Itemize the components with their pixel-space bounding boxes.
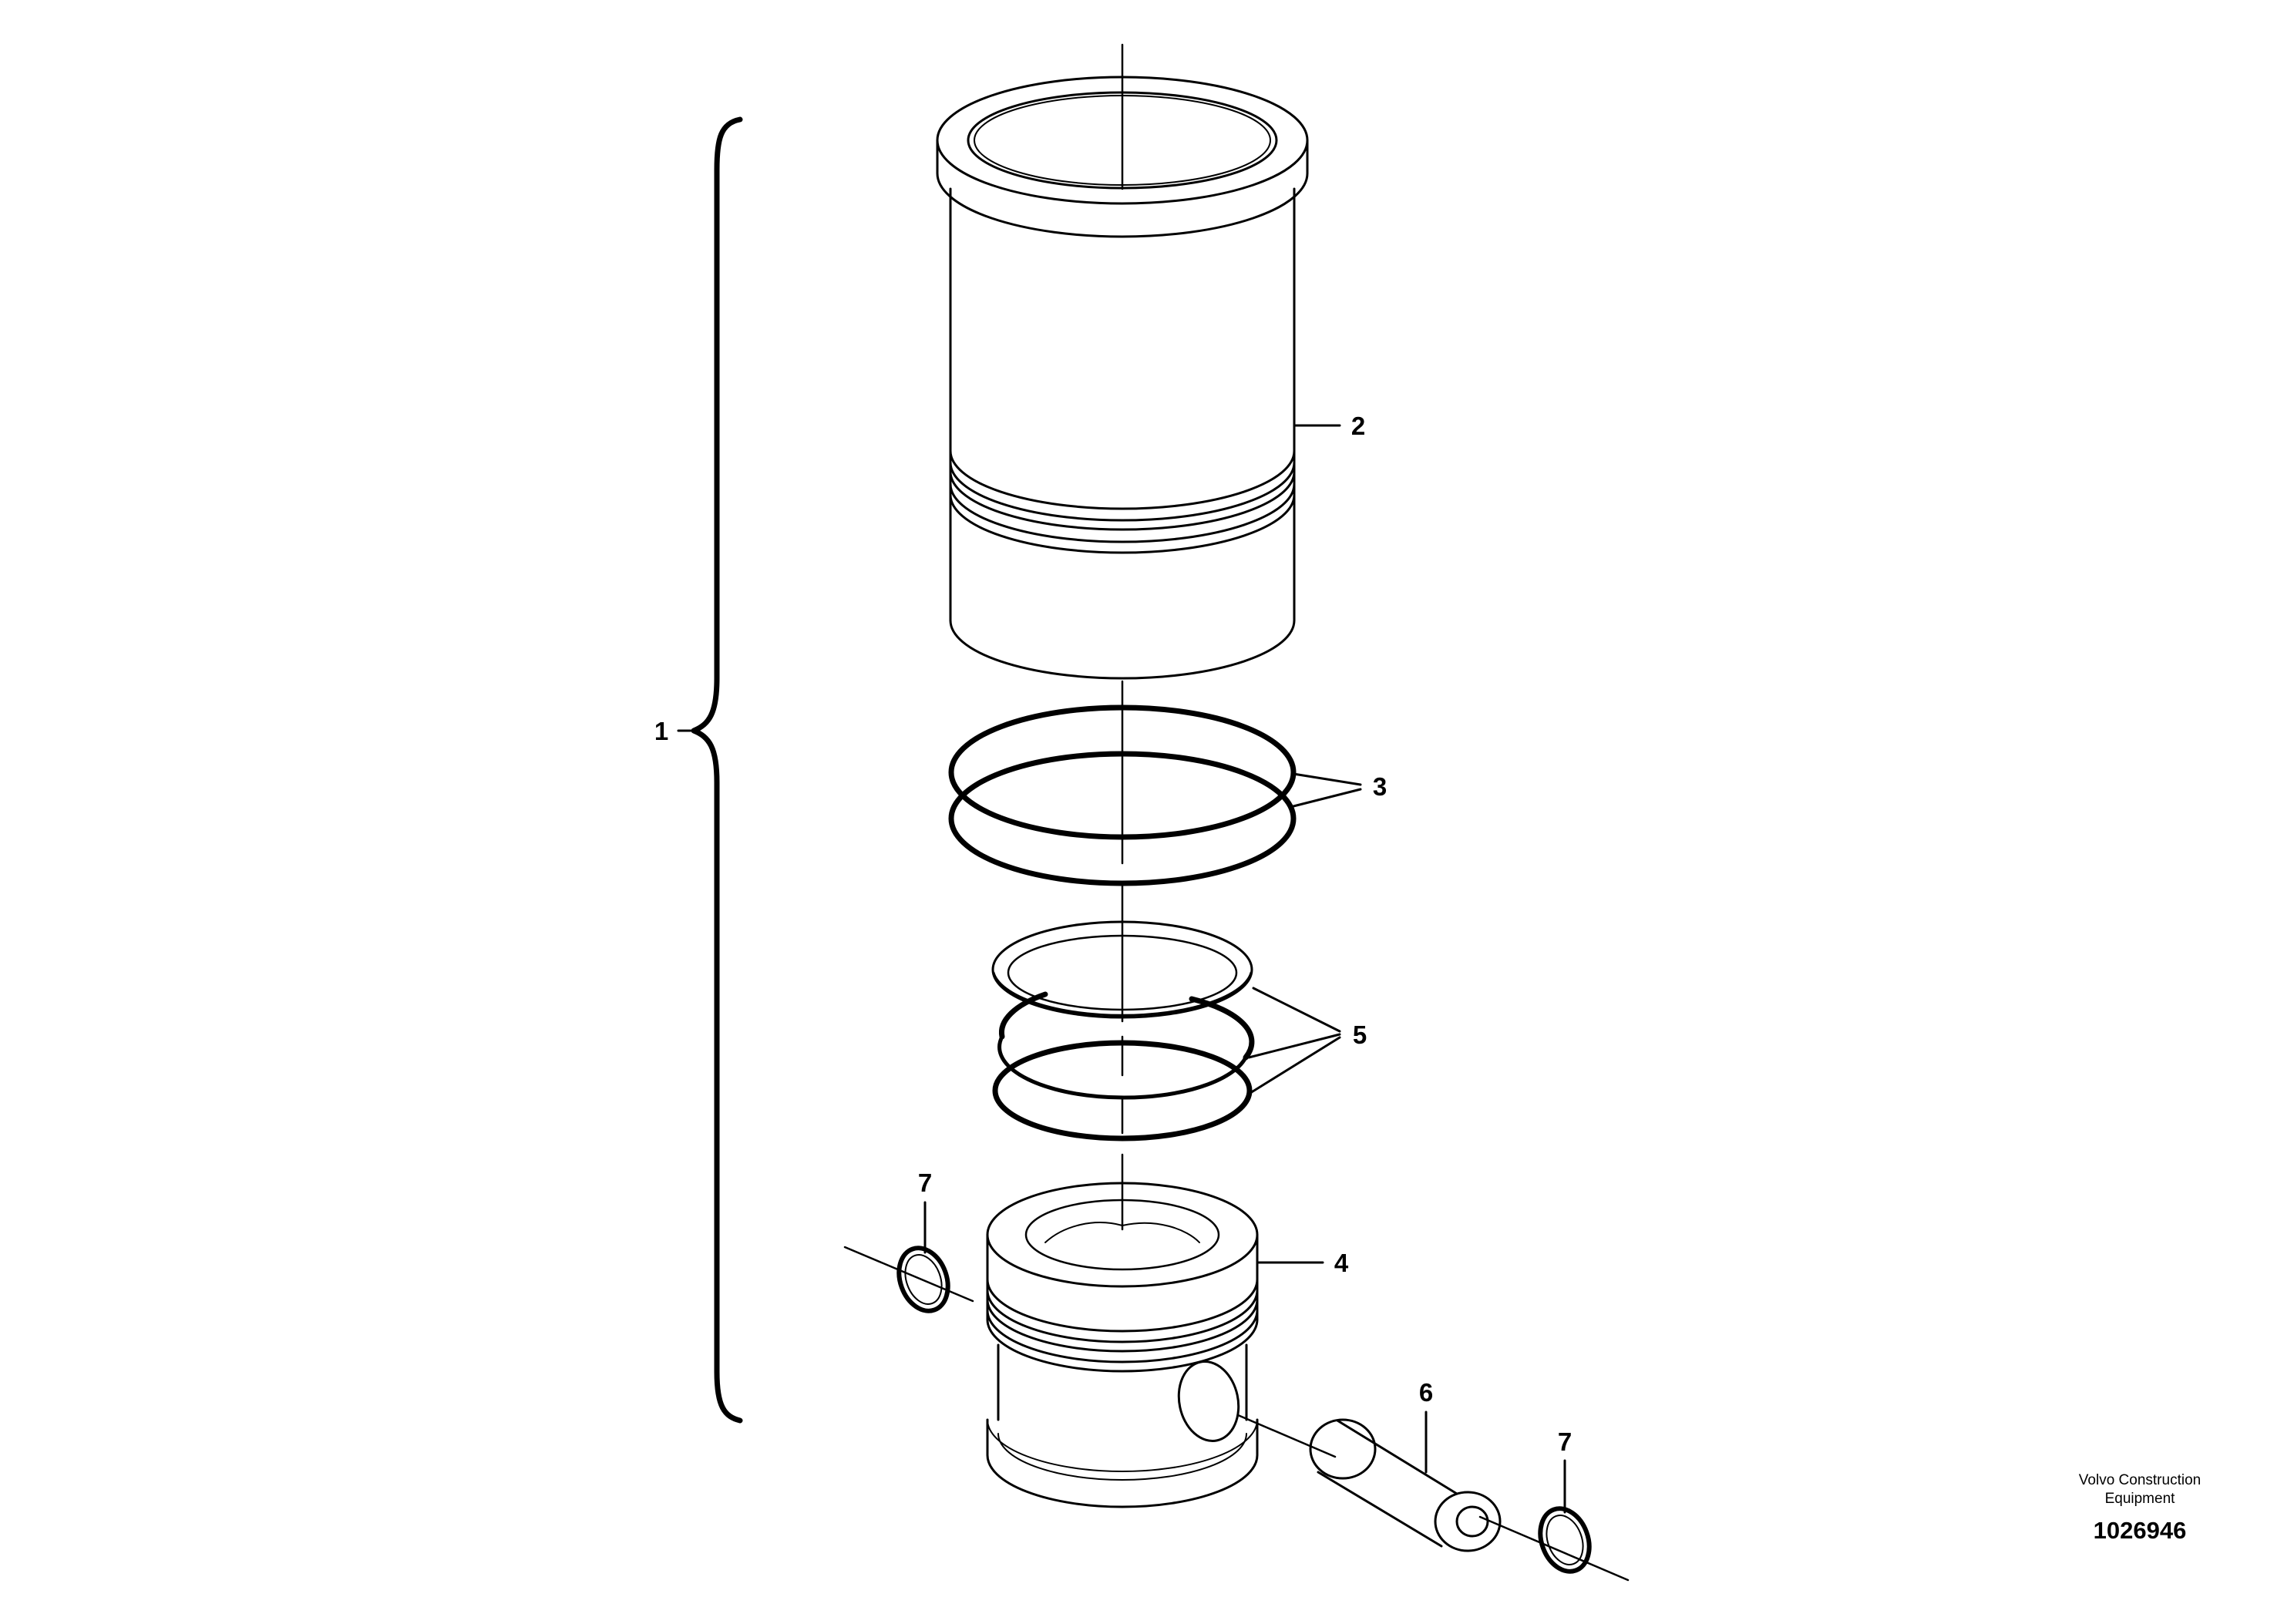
circlip-left (896, 1246, 950, 1313)
cylinder-liner (936, 76, 1309, 680)
credit-line-2: Equipment (2105, 1491, 2176, 1507)
credit-line-1: Volvo Construction (2079, 1472, 2201, 1488)
piston-pin (1309, 1418, 1502, 1552)
pin-axis (843, 1246, 1630, 1582)
callout-3: 3 (1373, 772, 1387, 801)
kit-bracket (691, 116, 743, 1424)
piston (986, 1182, 1259, 1508)
callout-7-left: 7 (918, 1168, 932, 1197)
callout-leader-3 (1292, 772, 1362, 808)
callout-5: 5 (1353, 1020, 1367, 1049)
callout-4: 4 (1334, 1249, 1349, 1277)
liner-seal-rings (948, 704, 1297, 886)
callout-1: 1 (654, 717, 668, 745)
document-number: 1026946 (2094, 1517, 2187, 1544)
circlip-right (1538, 1506, 1592, 1574)
callout-leader-5 (1247, 987, 1341, 1094)
callout-2: 2 (1351, 412, 1365, 440)
callout-6: 6 (1419, 1378, 1433, 1407)
piston-rings (991, 920, 1255, 1142)
callout-7-right: 7 (1558, 1427, 1572, 1456)
